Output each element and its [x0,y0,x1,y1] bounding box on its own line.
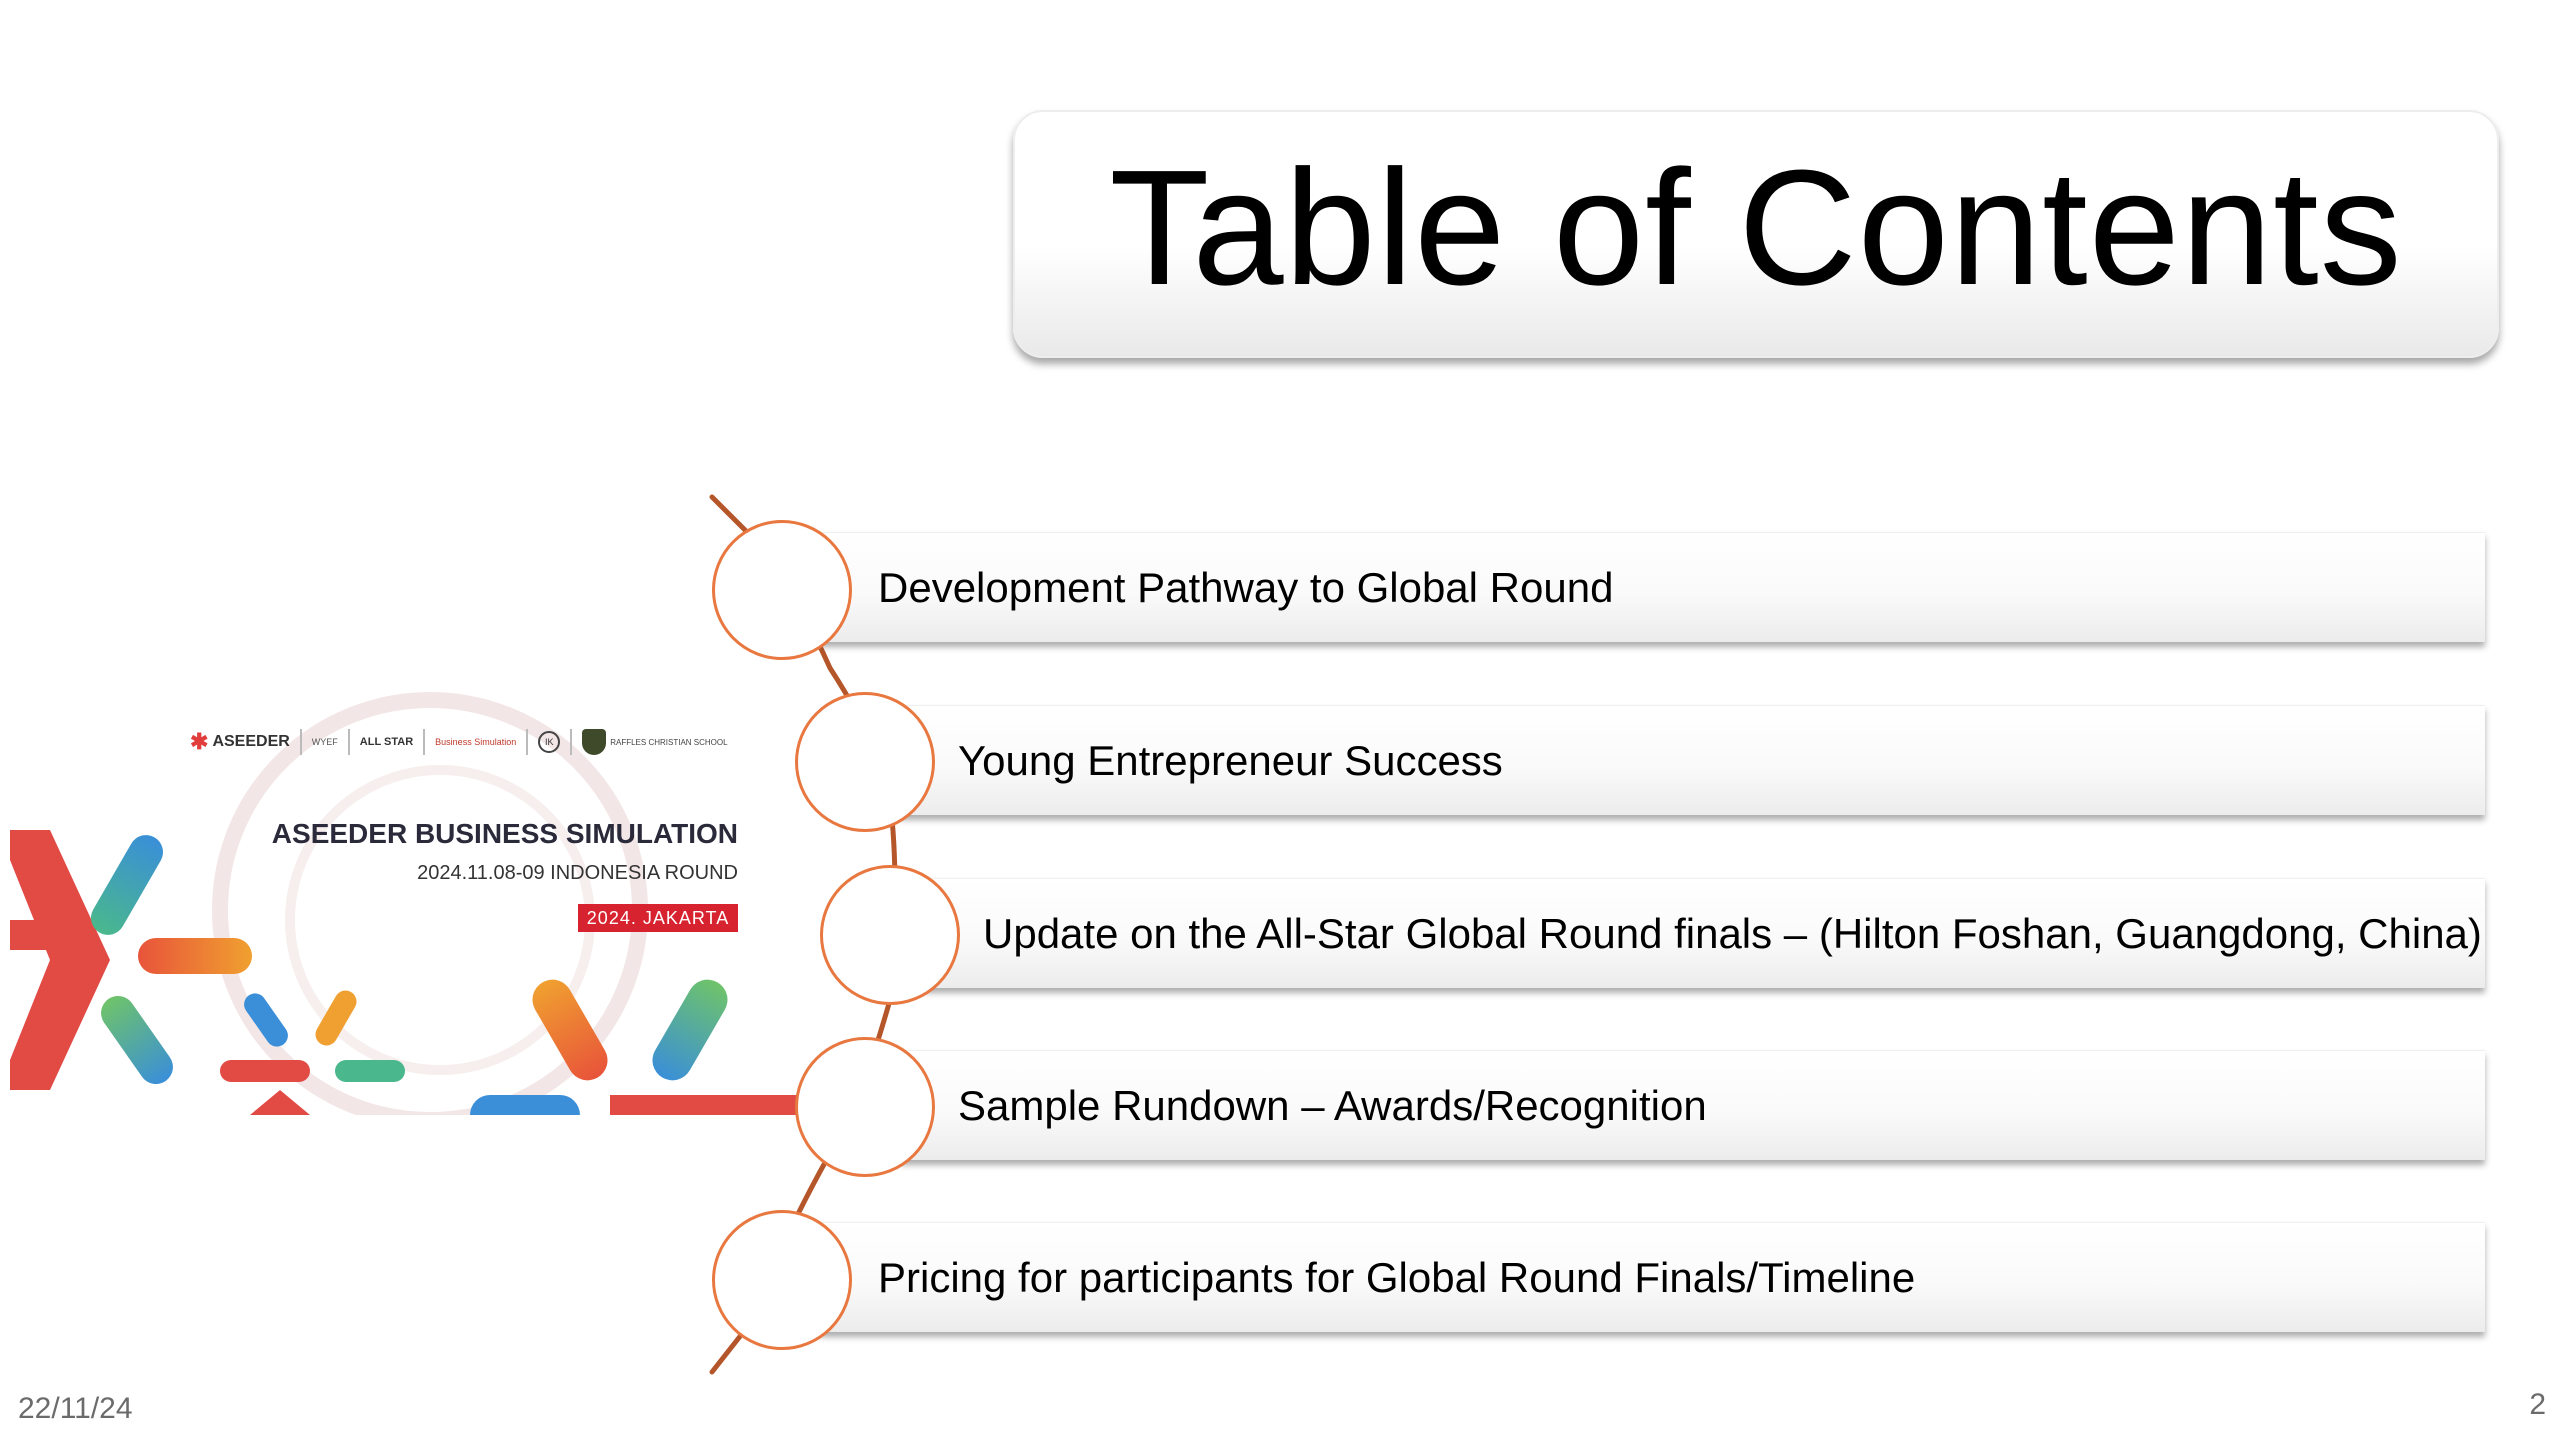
toc-marker-4 [795,1037,935,1177]
banner-badge: 2024. JAKARTA [578,904,738,932]
toc-item-label: Young Entrepreneur Success [958,736,1503,784]
banner-title: ASEEDER BUSINESS SIMULATION [271,818,738,849]
toc-marker-1 [712,520,852,660]
wyef-logo: WYEF [311,737,338,747]
logo-divider [570,729,573,755]
banner-date: 2024.11.08-09 INDONESIA ROUND [417,862,738,884]
logo-divider [423,729,426,755]
toc-marker-2 [795,692,935,832]
raffles-logo: RAFFLES CHRISTIAN SCHOOL [582,729,728,755]
toc-item-label: Development Pathway to Global Round [878,563,1614,611]
logo-divider [526,729,529,755]
page-number: 2 [2529,1388,2546,1421]
aseeder-star-icon: ✱ [190,729,209,754]
toc-item-4[interactable]: Sample Rundown – Awards/Recognition [900,1050,2485,1160]
sponsor-logo-row: ✱ ASEEDER WYEF ALL STAR Business Simulat… [190,722,728,762]
toc-marker-5 [712,1210,852,1350]
toc-item-5[interactable]: Pricing for participants for Global Roun… [820,1222,2485,1332]
toc-item-label: Pricing for participants for Global Roun… [878,1253,1916,1301]
business-simulation-logo: Business Simulation [435,737,517,747]
toc-item-label: Update on the All-Star Global Round fina… [983,909,2482,957]
logo-divider [347,729,350,755]
allstar-logo: ALL STAR [359,736,414,748]
raffles-crest-icon [582,729,607,755]
logo-divider [299,729,302,755]
page-title: Table of Contents [1109,136,2403,319]
footer-date: 22/11/24 [18,1392,133,1425]
banner-graphic [10,692,800,1115]
aseeder-logo: ✱ ASEEDER [190,729,290,754]
toc-item-1[interactable]: Development Pathway to Global Round [820,532,2485,642]
event-banner: ✱ ASEEDER WYEF ALL STAR Business Simulat… [10,690,800,1115]
toc-item-3[interactable]: Update on the All-Star Global Round fina… [925,878,2485,988]
toc-item-2[interactable]: Young Entrepreneur Success [900,705,2485,815]
crest-icon: IK [538,731,561,753]
toc-item-label: Sample Rundown – Awards/Recognition [958,1081,1707,1129]
title-box: Table of Contents [1013,110,2499,358]
toc-marker-3 [820,865,960,1005]
